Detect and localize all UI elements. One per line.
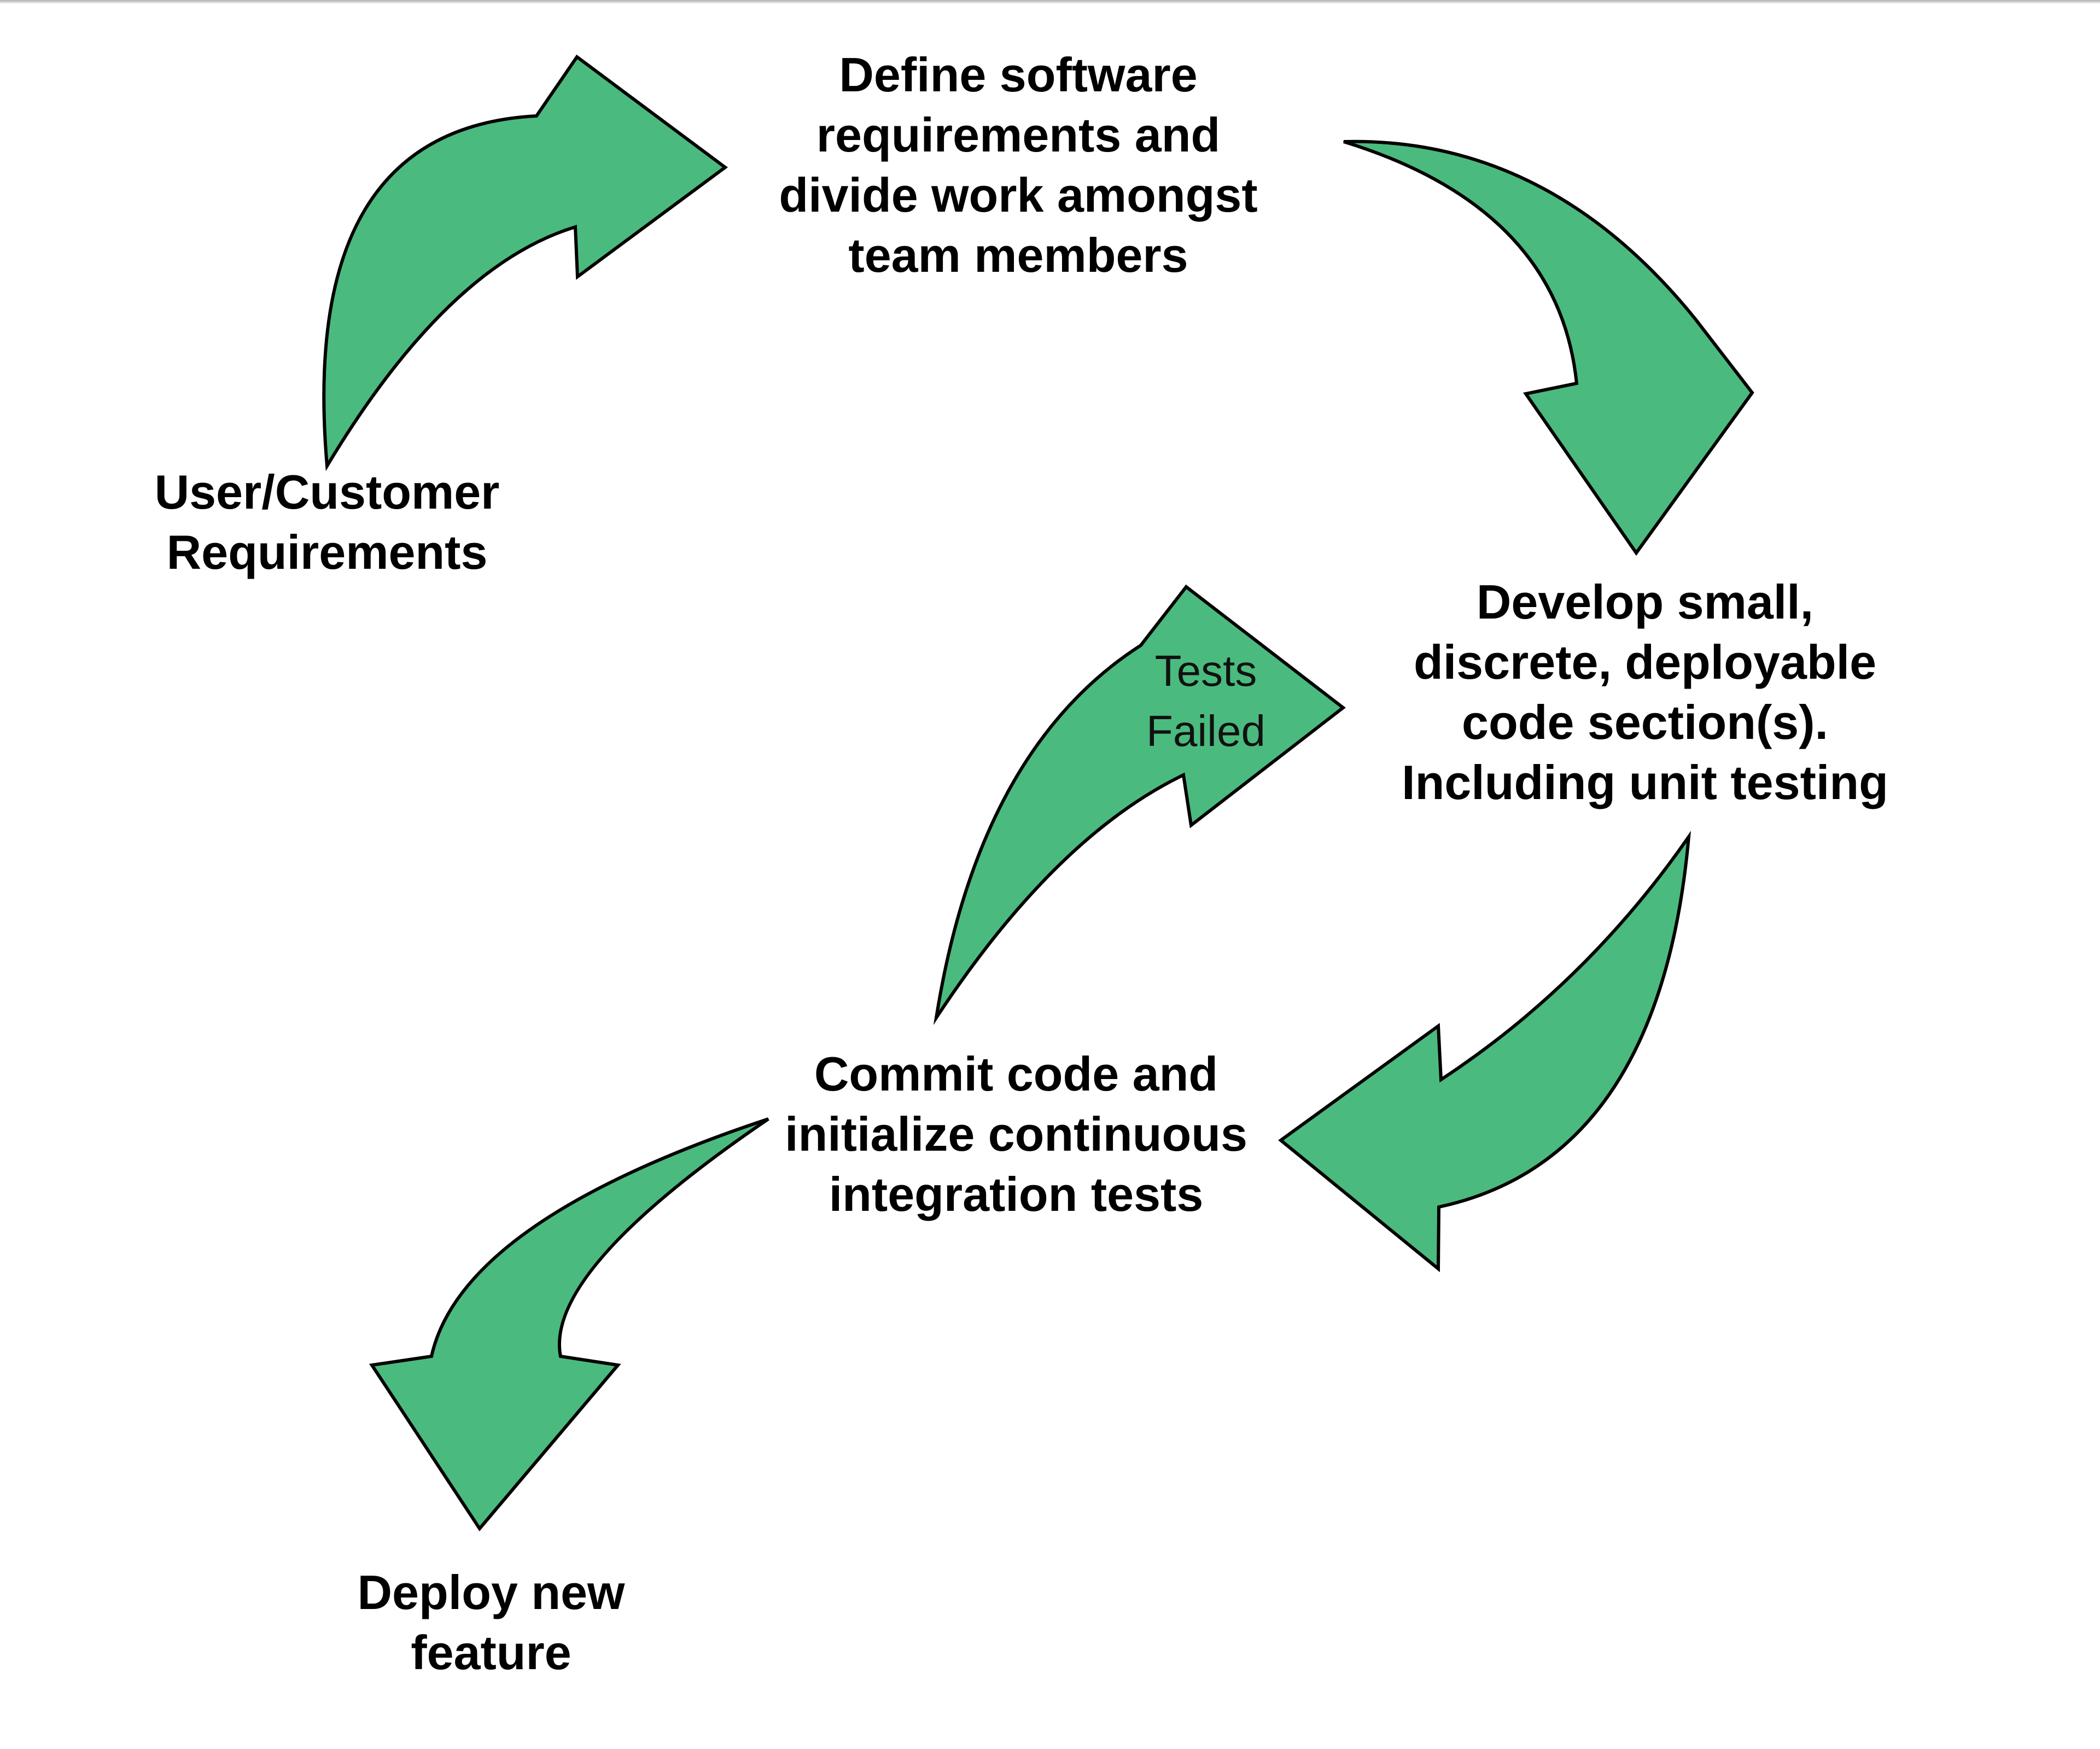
top-border-line xyxy=(0,0,2100,3)
arrow-define-to-develop xyxy=(1343,139,1754,556)
arrow-develop-to-commit xyxy=(1278,831,1691,1273)
arrow-commit-to-develop-tests-failed xyxy=(933,584,1346,1025)
node-develop-code-sections: Develop small, discrete, deployable code… xyxy=(1402,575,1888,809)
node-deploy-new-feature: Deploy new feature xyxy=(357,1565,625,1680)
arrow-user-requirements-to-define xyxy=(322,54,728,471)
node-define-software-requirements: Define software requirements and divide … xyxy=(779,48,1258,282)
node-commit-code-integration-tests: Commit code and initialize continuous in… xyxy=(785,1047,1247,1221)
node-user-customer-requirements: User/Customer Requirements xyxy=(154,465,500,579)
edge-label-tests-failed: Tests Failed xyxy=(1146,646,1265,755)
arrow-commit-to-deploy xyxy=(369,1117,769,1531)
